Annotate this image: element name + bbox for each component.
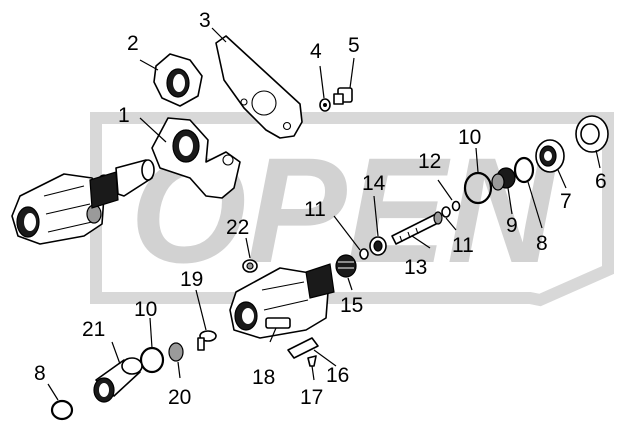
callout-5: 5 (348, 34, 360, 57)
callout-16: 16 (326, 364, 349, 387)
callout-9: 9 (506, 214, 518, 237)
part-spring-lower (168, 342, 184, 362)
callout-21: 21 (82, 318, 105, 341)
callout-15: 15 (340, 294, 363, 317)
callout-8b: 8 (34, 362, 46, 385)
part-cylinder-left (11, 159, 155, 245)
part-gear (491, 167, 516, 191)
callout-11a: 11 (304, 198, 326, 221)
part-retaining-ring (50, 156, 535, 421)
part-gasket-plate (215, 35, 303, 139)
part-hex-nut (153, 53, 203, 107)
callout-22: 22 (226, 216, 249, 239)
part-spring (335, 254, 357, 278)
callout-10a: 10 (458, 126, 481, 149)
part-o-ring-large (463, 171, 493, 205)
callout-14: 14 (362, 172, 386, 195)
callout-17: 17 (300, 386, 323, 409)
part-o-ring-small (359, 206, 451, 260)
part-cap (575, 115, 609, 153)
part-seal-ring (369, 236, 387, 256)
callout-19: 19 (180, 268, 203, 291)
part-washer (319, 98, 331, 112)
part-tiny-ring (451, 200, 461, 212)
part-bracket (151, 117, 241, 199)
callout-6: 6 (595, 170, 607, 193)
part-tube (93, 357, 143, 403)
callout-12: 12 (418, 150, 441, 173)
callout-numbers: 1 2 3 4 5 6 7 8 8 9 10 10 11 11 12 13 14… (34, 9, 607, 409)
part-shaft (391, 211, 443, 245)
part-bolt (333, 87, 353, 105)
part-pin (307, 355, 317, 367)
part-cylinder-right (229, 263, 335, 339)
callout-4: 4 (310, 40, 322, 63)
leader-lines (47, 27, 601, 401)
callout-10b: 10 (134, 298, 157, 321)
callout-20: 20 (168, 386, 191, 409)
callout-1: 1 (118, 104, 130, 127)
part-cover-plate (287, 337, 319, 359)
callout-11b: 11 (452, 234, 474, 257)
part-small-nut (242, 259, 258, 273)
part-o-ring-lower (139, 346, 165, 374)
callout-8a: 8 (536, 232, 548, 255)
callout-2: 2 (127, 32, 139, 55)
callout-18: 18 (252, 366, 275, 389)
part-screw (197, 330, 217, 351)
callout-7: 7 (560, 190, 572, 213)
callout-13: 13 (404, 256, 427, 279)
part-seal (535, 139, 565, 173)
callout-3: 3 (199, 9, 211, 32)
